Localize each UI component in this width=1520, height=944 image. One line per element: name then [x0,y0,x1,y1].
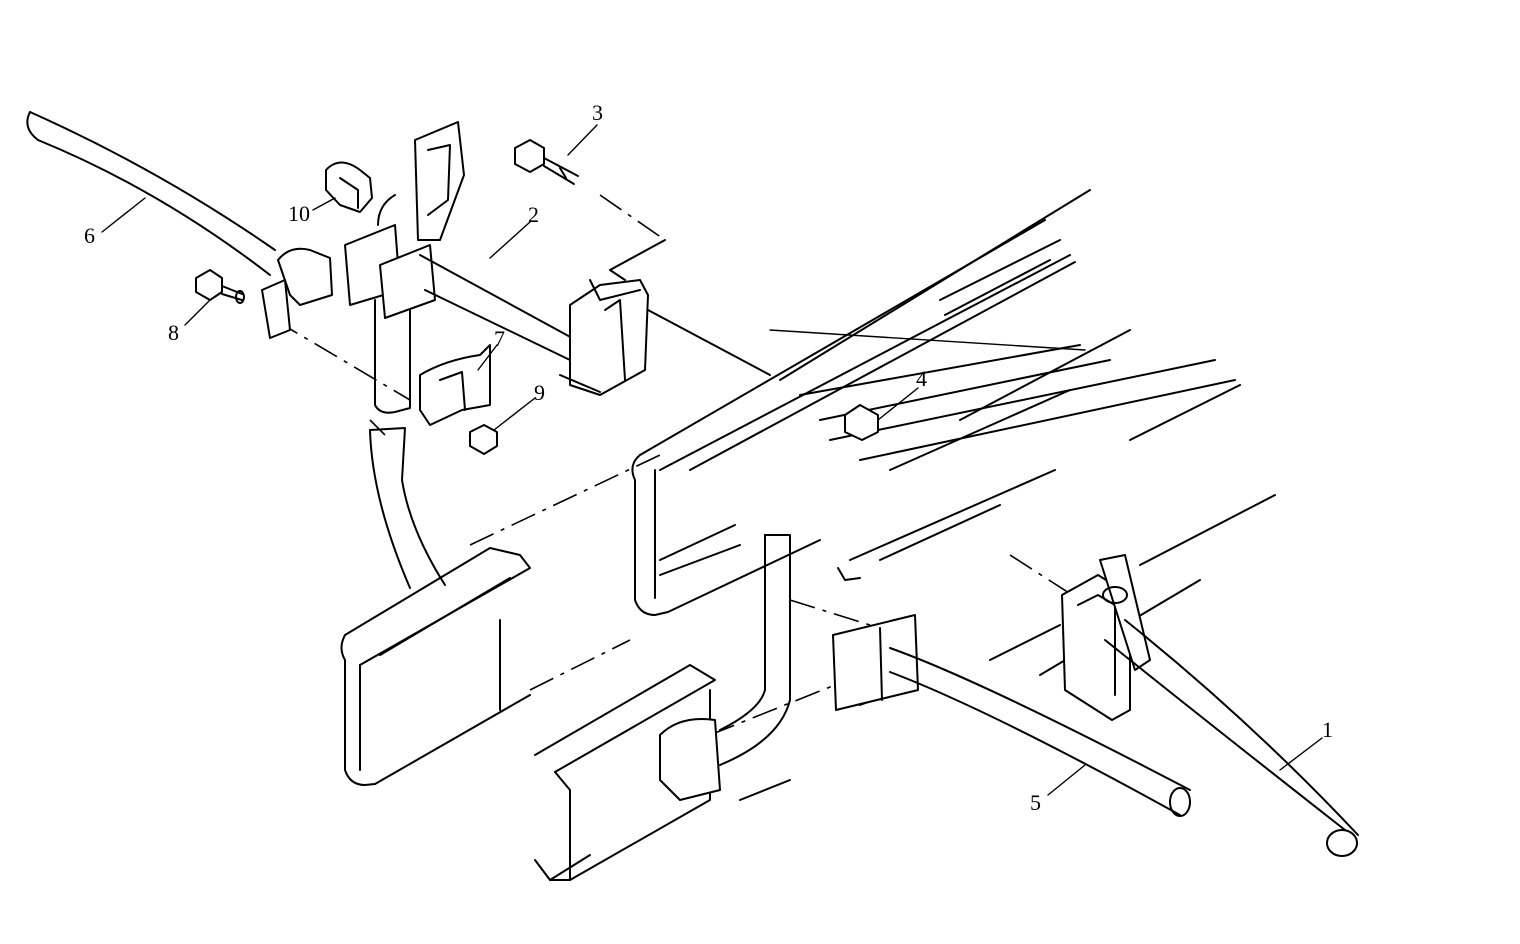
part-label-10: 10 [288,201,310,226]
clamp-7 [419,344,491,426]
clamp-10 [325,161,373,213]
part-label-7: 7 [494,326,505,351]
part-label-9: 9 [534,380,545,405]
flange-assembly-2 [344,194,436,414]
nut-4 [844,404,879,441]
part-label-4: 4 [916,366,927,391]
part-labels: 1 2 3 4 5 6 7 8 9 10 [84,100,1333,815]
part-label-6: 6 [84,223,95,248]
part-label-8: 8 [168,320,179,345]
tailpipe-riser [659,534,791,801]
nut-9 [469,424,498,455]
downpipe-section [369,427,446,589]
muffler-body-2 [419,239,771,396]
part-label-5: 5 [1030,790,1041,815]
pipe-clamp-lower [832,614,919,711]
hanger-bracket-1 [1061,554,1151,721]
leader-lines [101,124,1323,796]
tail-pipe-1 [1102,586,1359,857]
hanger-bracket-top [414,121,465,241]
exhaust-pipe-6 [26,111,276,276]
bolt-3 [514,139,579,185]
part-label-2: 2 [528,202,539,227]
pipe-clamp-upper [261,247,333,339]
part-label-1: 1 [1322,717,1333,742]
bolt-8 [195,269,245,304]
tail-pipe-5 [889,647,1191,817]
part-label-3: 3 [592,100,603,125]
